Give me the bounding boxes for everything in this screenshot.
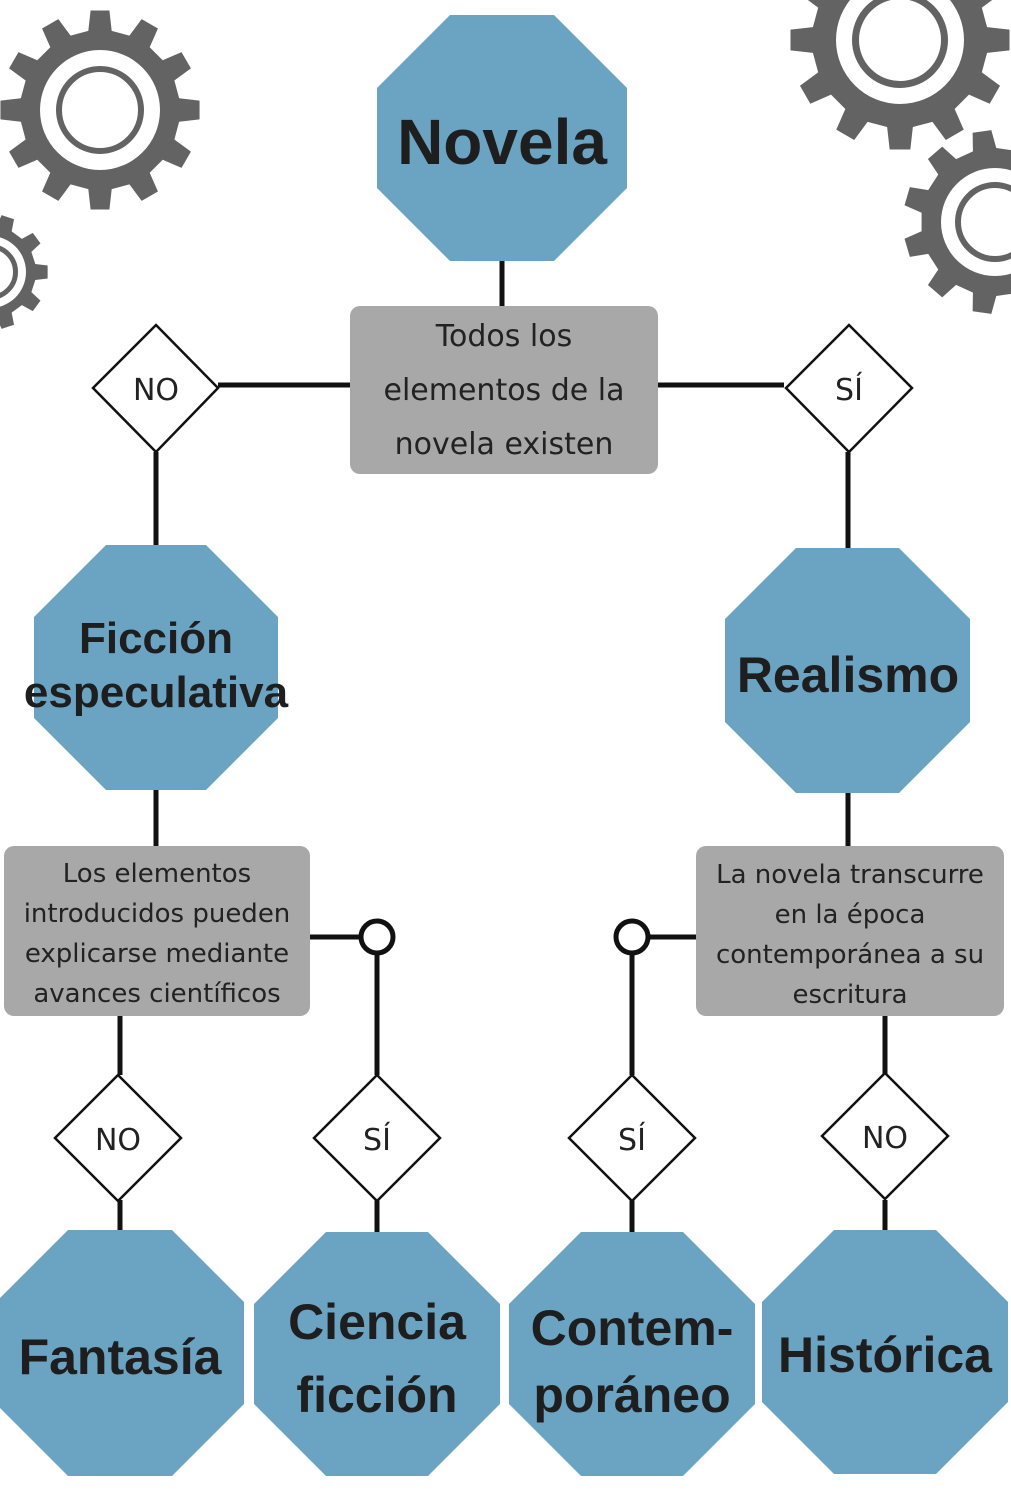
gear-group <box>0 0 1011 329</box>
junction-circle <box>358 918 396 956</box>
connectors <box>117 258 888 1232</box>
node-contemporaneo-line1: Contem- <box>531 1300 734 1356</box>
diamond-no-right-label: NO <box>862 1121 908 1156</box>
decision-main: Todos los elementos de la novela existen <box>350 306 658 474</box>
diamond-si-left-label: SÍ <box>363 1122 391 1158</box>
diamond-si-right-label: SÍ <box>618 1122 646 1158</box>
node-novela: Novela <box>377 15 627 261</box>
node-historica: Histórica <box>762 1230 1008 1474</box>
decision-main-line1: Todos los <box>435 319 572 354</box>
diamond-no-left: NO <box>53 1073 183 1203</box>
gear-icon <box>0 215 48 329</box>
decision-left-line3: explicarse mediante <box>25 939 289 969</box>
node-historica-label: Histórica <box>778 1327 993 1383</box>
diamond-no-main: NO <box>91 323 220 454</box>
decision-right-line2: en la época <box>775 900 926 930</box>
diamond-no-left-label: NO <box>95 1123 141 1158</box>
junction-circle <box>613 918 651 956</box>
node-ficcion-line1: Ficción <box>79 614 233 663</box>
gear-icon <box>790 0 1010 150</box>
node-fantasia-label: Fantasía <box>19 1329 223 1385</box>
node-ciencia-ficcion: Ciencia ficción <box>254 1232 500 1476</box>
node-realismo-label: Realismo <box>737 647 959 703</box>
node-realismo: Realismo <box>725 548 970 793</box>
diamond-si-main: SÍ <box>784 323 914 454</box>
gear-icon <box>0 10 200 210</box>
decision-left-line2: introducidos pueden <box>24 899 291 929</box>
gear-icon <box>904 130 1011 314</box>
node-ciencia-line2: ficción <box>296 1367 457 1423</box>
decision-right: La novela transcurre en la época contemp… <box>696 846 1004 1016</box>
decision-right-line1: La novela transcurre <box>716 860 984 890</box>
node-novela-label: Novela <box>397 106 607 178</box>
decision-right-line3: contemporánea a su <box>716 940 984 970</box>
decision-main-line3: novela existen <box>395 427 614 462</box>
diamond-si-right: SÍ <box>567 1073 697 1203</box>
node-ciencia-line1: Ciencia <box>288 1294 467 1350</box>
node-contemporaneo: Contem- poráneo <box>509 1232 755 1476</box>
decision-left-line4: avances científicos <box>33 979 280 1009</box>
node-contemporaneo-line2: poráneo <box>533 1367 730 1423</box>
decision-left-line1: Los elementos <box>63 859 251 889</box>
diamond-no-main-label: NO <box>133 373 179 408</box>
node-ficcion-especulativa: Ficción especulativa <box>24 545 289 790</box>
node-fantasia: Fantasía <box>0 1230 244 1476</box>
diamond-no-right: NO <box>820 1071 950 1201</box>
decision-left: Los elementos introducidos pueden explic… <box>4 846 310 1016</box>
diamond-si-main-label: SÍ <box>835 372 863 408</box>
diamond-si-left: SÍ <box>312 1073 442 1203</box>
node-ficcion-line2: especulativa <box>24 668 289 717</box>
decision-main-line2: elementos de la <box>384 373 625 408</box>
decision-right-line4: escritura <box>792 980 907 1010</box>
